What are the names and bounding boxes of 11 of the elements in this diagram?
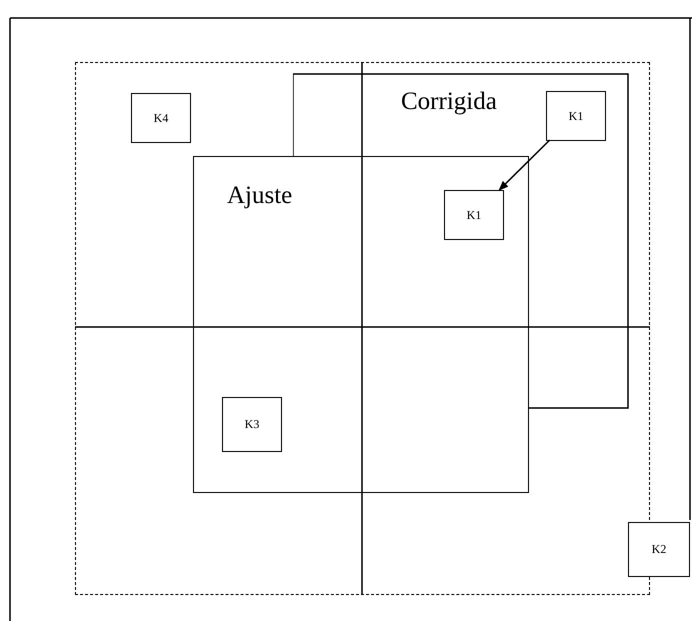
region-outline [293,73,629,409]
region-title: Corrigida [401,88,497,116]
label-box: K4 [131,93,191,143]
label-box: K2 [628,522,690,577]
label-box: K1 [444,190,504,240]
region-title: Ajuste [227,182,292,210]
arrow [498,139,550,191]
region-box [193,156,529,493]
dashed-region [75,62,650,595]
label-box: K3 [222,397,282,452]
label-box: K1 [546,91,606,141]
